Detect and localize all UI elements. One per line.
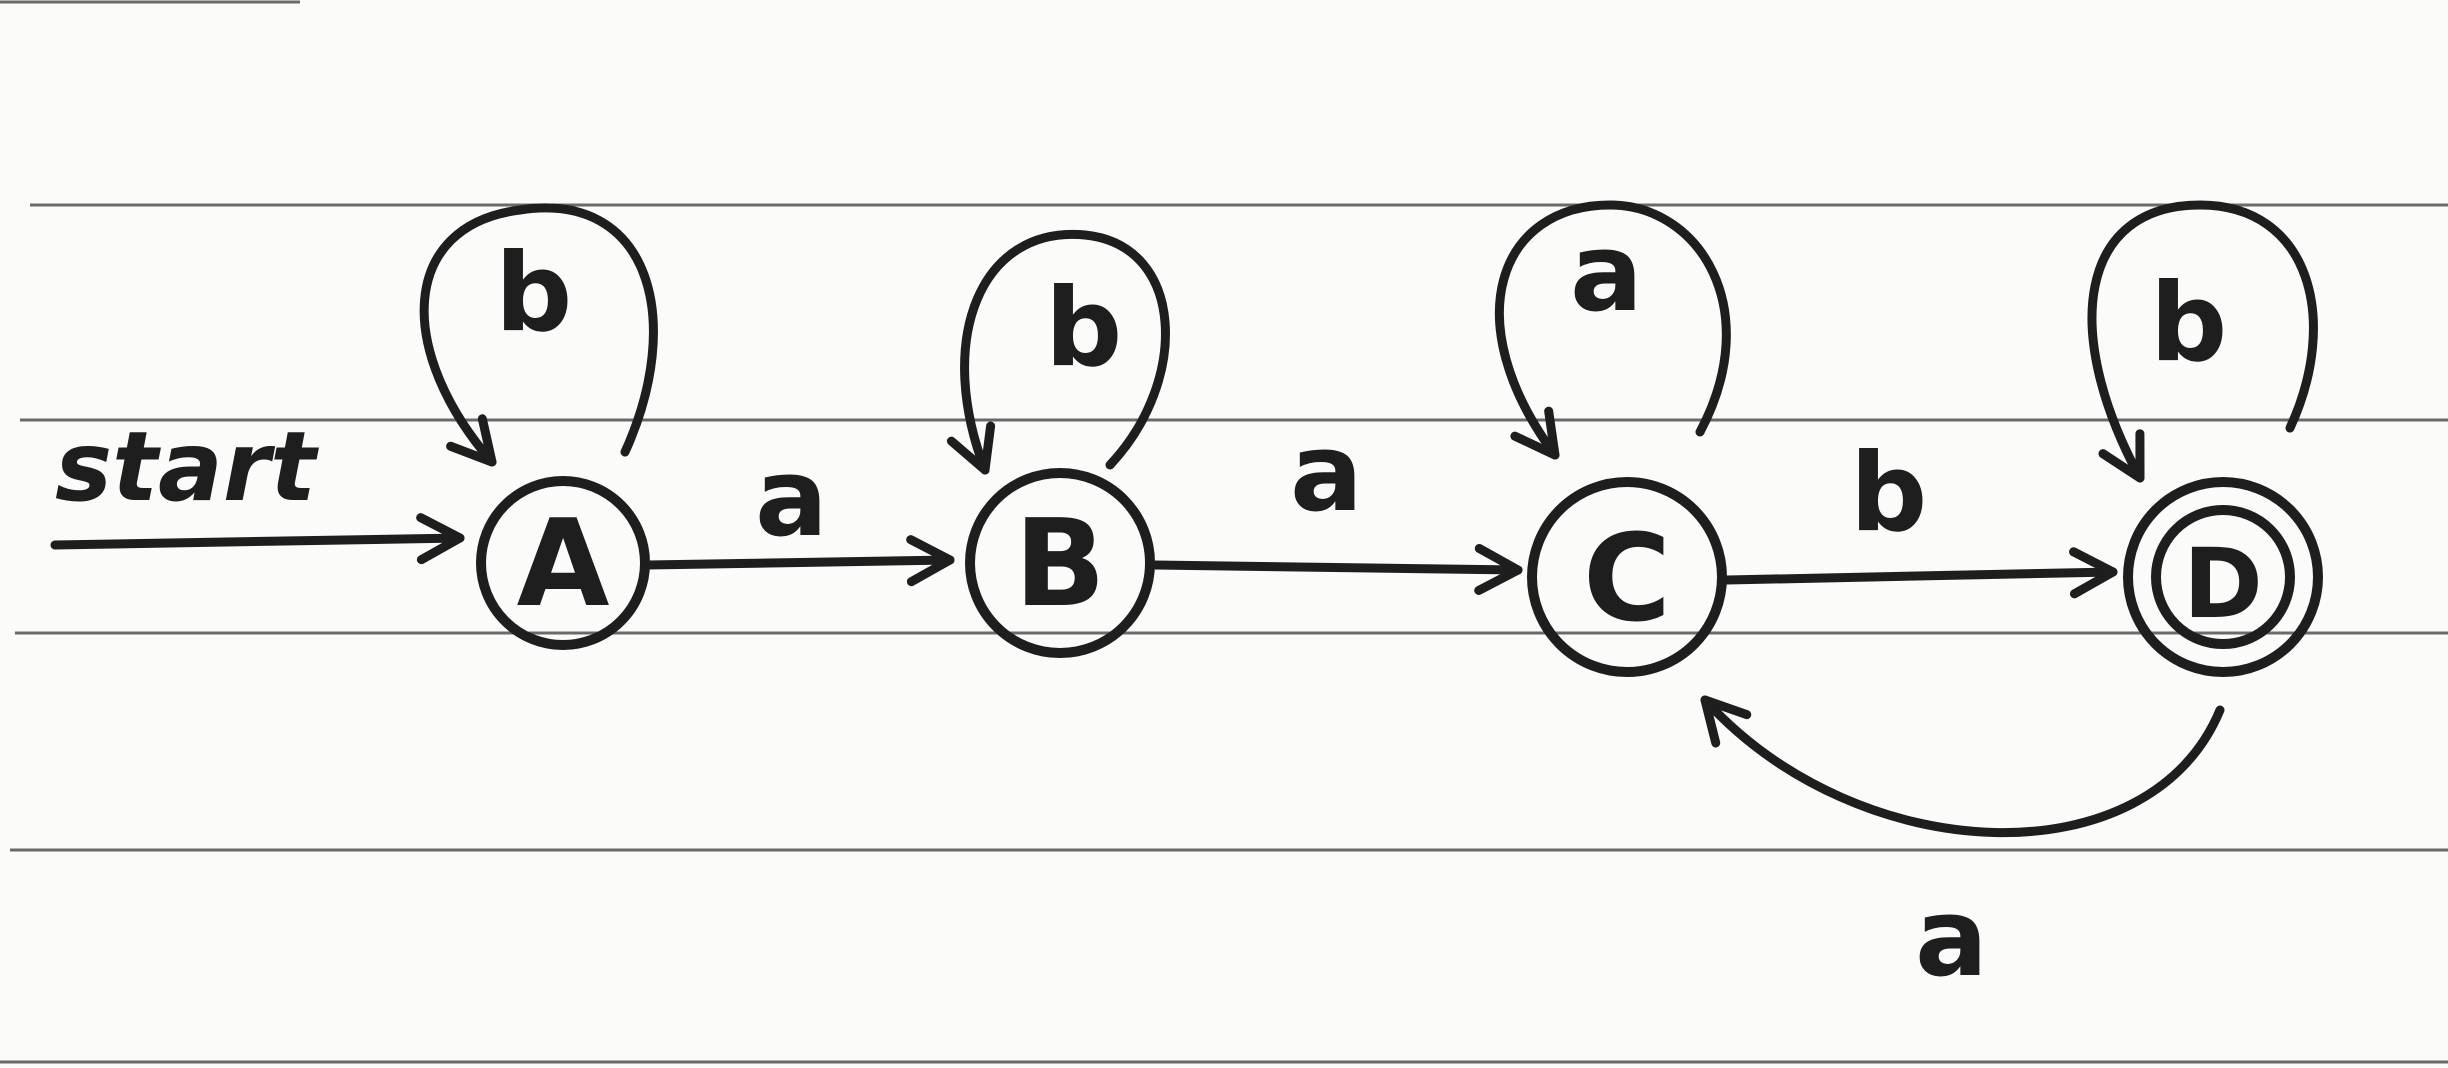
- loop-c-label: a: [1570, 211, 1643, 336]
- start-arrow: [50, 513, 465, 565]
- state-b-circle: [965, 468, 1155, 658]
- state-b-label: B: [1014, 495, 1105, 634]
- state-a: A: [476, 476, 650, 650]
- edge-a-b-arrow: [643, 535, 955, 587]
- start-label: start: [55, 411, 319, 523]
- edge-b-c-label: a: [1290, 411, 1363, 536]
- state-d: D: [2123, 477, 2323, 677]
- edge-b-c-arrow: [1150, 543, 1523, 595]
- state-a-label: A: [517, 495, 610, 634]
- state-c: C: [1527, 477, 1727, 677]
- edge-d-c-label: a: [1915, 876, 1988, 1001]
- state-d-label: D: [2183, 528, 2263, 640]
- loop-c-arrow: [1494, 200, 1731, 460]
- start-indicator: start: [50, 411, 465, 565]
- edge-c-d-arrow: [1722, 547, 2118, 599]
- transition-d-c: a: [1700, 695, 2225, 1001]
- transition-d-d: b: [2087, 200, 2318, 483]
- loop-d-label: b: [2150, 261, 2227, 386]
- loop-b-label: b: [1045, 266, 1122, 391]
- loop-a-label: b: [495, 231, 572, 356]
- edge-c-d-label: b: [1850, 431, 1927, 556]
- transition-b-b: b: [946, 229, 1170, 475]
- edge-d-c-arrow: [1700, 695, 2225, 838]
- state-b: B: [965, 468, 1155, 658]
- state-c-circle: [1527, 477, 1727, 677]
- edge-a-b-label: a: [755, 436, 828, 561]
- transition-a-a: b: [419, 203, 658, 467]
- state-c-label: C: [1583, 510, 1671, 649]
- state-d-outer-circle: [2123, 477, 2323, 677]
- loop-b-arrow: [946, 229, 1170, 475]
- transition-b-c: a: [1150, 411, 1523, 595]
- state-d-inner-circle: [2151, 505, 2295, 649]
- loop-a-arrow: [419, 203, 658, 467]
- loop-d-arrow: [2087, 200, 2318, 483]
- transition-a-b: a: [643, 436, 955, 587]
- transition-c-c: a: [1494, 200, 1731, 460]
- transition-c-d: b: [1722, 431, 2118, 599]
